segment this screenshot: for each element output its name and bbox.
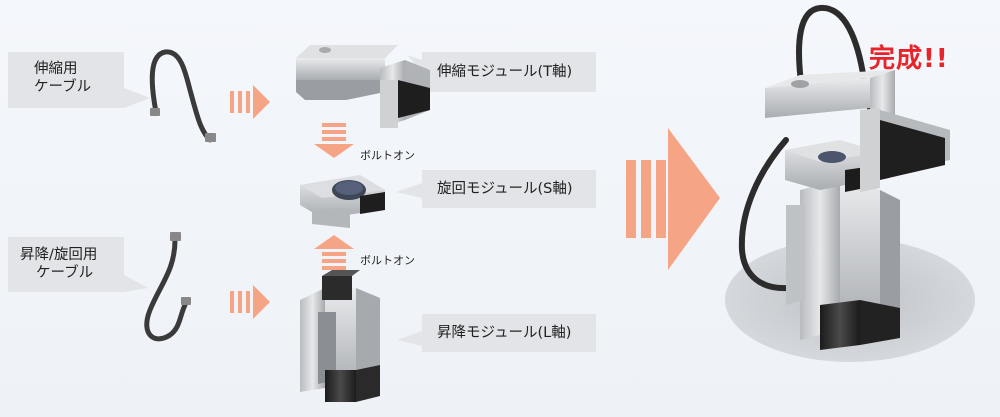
completed-robot-image — [725, 4, 975, 362]
label-l-axis-module: 昇降モジュール(L軸) — [437, 325, 572, 341]
t-axis-module-image — [296, 45, 430, 128]
label-lift-rotate-cable-box — [8, 237, 148, 292]
label-telescopic-cable-box — [8, 52, 150, 108]
telescopic-cable-line1: 伸縮用 — [34, 61, 78, 77]
l-axis-module-image — [300, 270, 380, 402]
telescopic-cable-line2: ケーブル — [34, 79, 92, 95]
label-s-axis-module: 旋回モジュール(S軸) — [437, 181, 573, 197]
lift-rotate-cable-line2: ケーブル — [36, 265, 94, 281]
arrow-right-upper — [230, 85, 270, 119]
telescopic-cable-image — [149, 49, 216, 143]
label-l-axis-box — [397, 314, 596, 352]
label-bolt-on-top: ボルトオン — [360, 149, 415, 162]
complete-heading: 完成!! — [869, 44, 949, 74]
arrow-right-lower — [230, 285, 270, 319]
arrow-down — [314, 123, 354, 158]
label-lift-rotate-cable: 昇降/旋回用 ケーブル — [20, 246, 97, 282]
label-t-axis-box — [407, 52, 596, 92]
arrow-up — [314, 235, 354, 270]
lift-rotate-cable-line1: 昇降/旋回用 — [20, 247, 98, 263]
label-t-axis-module: 伸縮モジュール(T軸) — [437, 64, 573, 80]
arrow-big-right — [626, 128, 720, 270]
label-telescopic-cable: 伸縮用 ケーブル — [34, 60, 91, 96]
label-s-axis-box — [396, 170, 596, 208]
s-axis-module-image — [300, 175, 385, 228]
label-bolt-on-bottom: ボルトオン — [360, 254, 415, 267]
lift-rotate-cable-image — [144, 232, 191, 342]
